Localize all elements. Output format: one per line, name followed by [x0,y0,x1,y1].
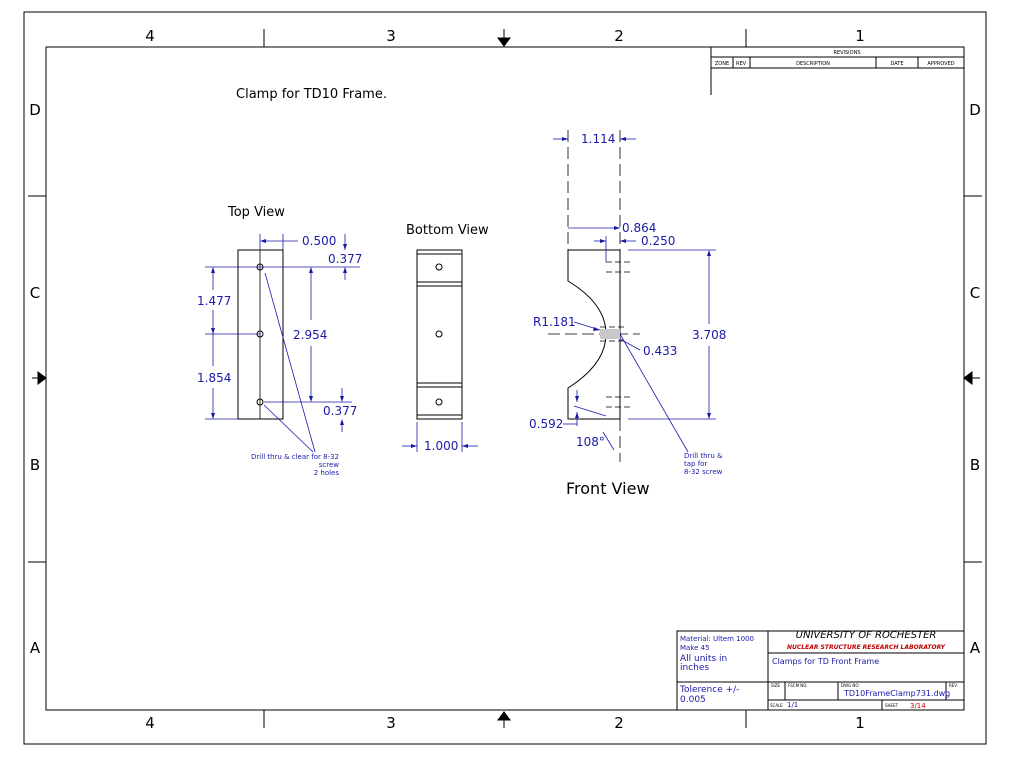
zone-left-a: A [30,639,41,657]
rev-col-approved: APPROVED [927,61,954,67]
zone-top-2: 2 [614,27,624,45]
bottom-view-hole-lower [435,398,443,406]
bottom-view-dimension-lines [402,422,478,452]
front-view-note: Drill thru & tap for 8-32 screw [684,452,723,476]
top-view-note-line3: 2 holes [314,469,340,477]
top-view-note-line2: screw [319,461,340,469]
front-view-note-line3: 8-32 screw [684,468,723,476]
dim-front-r1181: R1.181 [533,315,576,329]
dim-top-1477: 1.477 [197,294,231,308]
zone-labels: 4 3 2 1 4 3 2 1 D C B A D C B A [29,27,981,732]
rev-label: REV [949,683,957,688]
front-view-note-line1: Drill thru & [684,452,723,460]
dim-front-3708: 3.708 [692,328,726,342]
center-arrow-top [497,37,511,47]
drawing-number: TD10FrameClamp731.dwg [843,689,950,698]
zone-bottom-2: 2 [614,714,624,732]
zone-bottom-4: 4 [145,714,155,732]
dim-top-2954: 2.954 [293,328,327,342]
dim-front-0864: 0.864 [622,221,656,235]
revisions-table: REVISIONS ZONE REV DESCRIPTION DATE APPR… [710,47,964,95]
top-view-note: Drill thru & clear for 8-32 screw 2 hole… [251,453,339,477]
dim-front-0592: 0.592 [529,417,563,431]
front-view-tapped-hole-section [600,329,620,339]
center-arrow-right [963,371,973,385]
zone-right-a: A [970,639,981,657]
rev-col-rev: REV [736,61,747,67]
top-view-hole-lower [256,398,264,406]
dim-front-angle-108: 108° [576,435,605,449]
front-view-arrowheads [562,137,711,419]
zone-right-b: B [970,456,980,474]
scale-value: 1/1 [787,701,798,709]
front-view-hidden-holes [600,261,632,408]
size-label: SIZE [771,683,780,688]
bottom-view-label: Bottom View [406,223,489,238]
dim-top-1854: 1.854 [197,371,231,385]
zone-top-3: 3 [386,27,396,45]
center-arrow-left [37,371,47,385]
sheet-label: SHEET [885,703,899,708]
zone-right-c: C [970,284,980,302]
drawing-title: Clamp for TD10 Frame. [236,87,387,102]
dim-bottom-1000: 1.000 [424,439,458,453]
dim-top-0500: 0.500 [302,234,336,248]
top-view-arrowheads [211,239,347,425]
title-block-outline [676,630,965,711]
front-view-phantom-lines [548,130,640,462]
centering-marks [32,29,980,728]
units-line1: All units in [680,654,727,664]
tolerance-line1: Tolerence +/- [679,685,739,695]
dwg-no-label: DWG NO. [841,683,860,688]
fscm-label: FSCM NO. [788,683,808,688]
center-arrow-bottom [497,711,511,721]
front-view-dimension-lines [553,138,716,453]
material-line1: Material: Ultem 1000 [680,635,754,643]
rev-col-description: DESCRIPTION [796,61,830,67]
zone-left-c: C [30,284,40,302]
front-view-label: Front View [566,479,650,498]
revisions-title: REVISIONS [833,50,860,56]
zone-left-d: D [29,101,41,119]
top-view-note-line1: Drill thru & clear for 8-32 [251,453,339,461]
tolerance-line2: 0.005 [680,695,706,705]
sheet-number: 3/14 [910,702,926,710]
dim-top-0377-lower: 0.377 [323,404,357,418]
bottom-view-hole-upper [435,263,443,271]
zone-bottom-1: 1 [855,714,865,732]
front-view-note-line2: tap for [684,460,707,468]
units-line2: inches [680,663,709,673]
lab-name: NUCLEAR STRUCTURE RESEARCH LABORATORY [787,644,946,651]
bottom-view-hole-middle [435,330,443,338]
inner-border [45,46,965,711]
outer-border [23,11,987,745]
scale-label: SCALE [770,703,783,708]
dim-front-1114: 1.114 [581,132,615,146]
zone-bottom-3: 3 [386,714,396,732]
dim-front-0433: 0.433 [643,344,677,358]
dim-front-0250: 0.250 [641,234,675,248]
rev-col-zone: ZONE [715,61,729,67]
bottom-view-outline [416,249,463,420]
top-view: Top View [197,205,362,477]
material-line2: Make 45 [680,644,710,652]
rev-col-date: DATE [890,61,903,67]
drawing-part-title: Clamps for TD Front Frame [772,657,879,666]
university-name: UNIVERSITY OF ROCHESTER [796,630,937,641]
top-view-outline [237,249,284,420]
zone-left-b: B [30,456,40,474]
front-view: 1.114 0.864 0.250 R1.181 0.433 3.708 0.5… [529,130,726,498]
bottom-view: Bottom View 1.000 [402,223,489,453]
top-view-label: Top View [227,205,285,220]
top-view-dimension-lines [205,234,360,453]
zone-top-4: 4 [145,27,155,45]
dim-top-0377-upper: 0.377 [328,252,362,266]
zone-right-d: D [969,101,981,119]
zone-top-1: 1 [855,27,865,45]
title-block: Material: Ultem 1000 Make 45 All units i… [676,630,965,711]
